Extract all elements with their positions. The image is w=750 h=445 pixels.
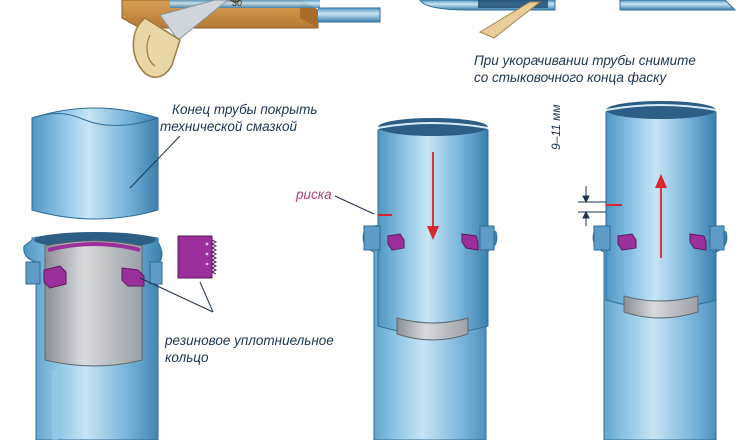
chamfer-note-line1: При укорачивании трубы снимите	[474, 53, 696, 68]
saw-and-wood-block: 30	[121, 0, 381, 78]
pipe-assembly-gap	[592, 101, 728, 441]
angle-label: 30	[232, 0, 242, 8]
seal-label-line2: кольцо	[165, 350, 209, 365]
pipe-chamfer-detail	[419, 0, 737, 39]
pipe-end-spigot	[31, 107, 159, 220]
lubricant-note-line2: технической смазкой	[160, 119, 297, 134]
gap-label: 9–11 мм	[549, 104, 563, 150]
seal-ring-cross-section	[177, 235, 218, 279]
leader-lines	[129, 135, 375, 313]
seal-label-line1: резиновое уплотниельное	[165, 333, 334, 348]
gap-dimension	[578, 186, 606, 226]
lubricant-note-line1: Конец трубы покрыть	[172, 102, 318, 117]
mark-label: риска	[296, 187, 332, 202]
chamfer-note-line2: со стыковочного конца фаску	[474, 70, 667, 85]
pipe-assembly-insertion	[362, 118, 498, 441]
pipe-socket-with-seal	[23, 232, 163, 441]
